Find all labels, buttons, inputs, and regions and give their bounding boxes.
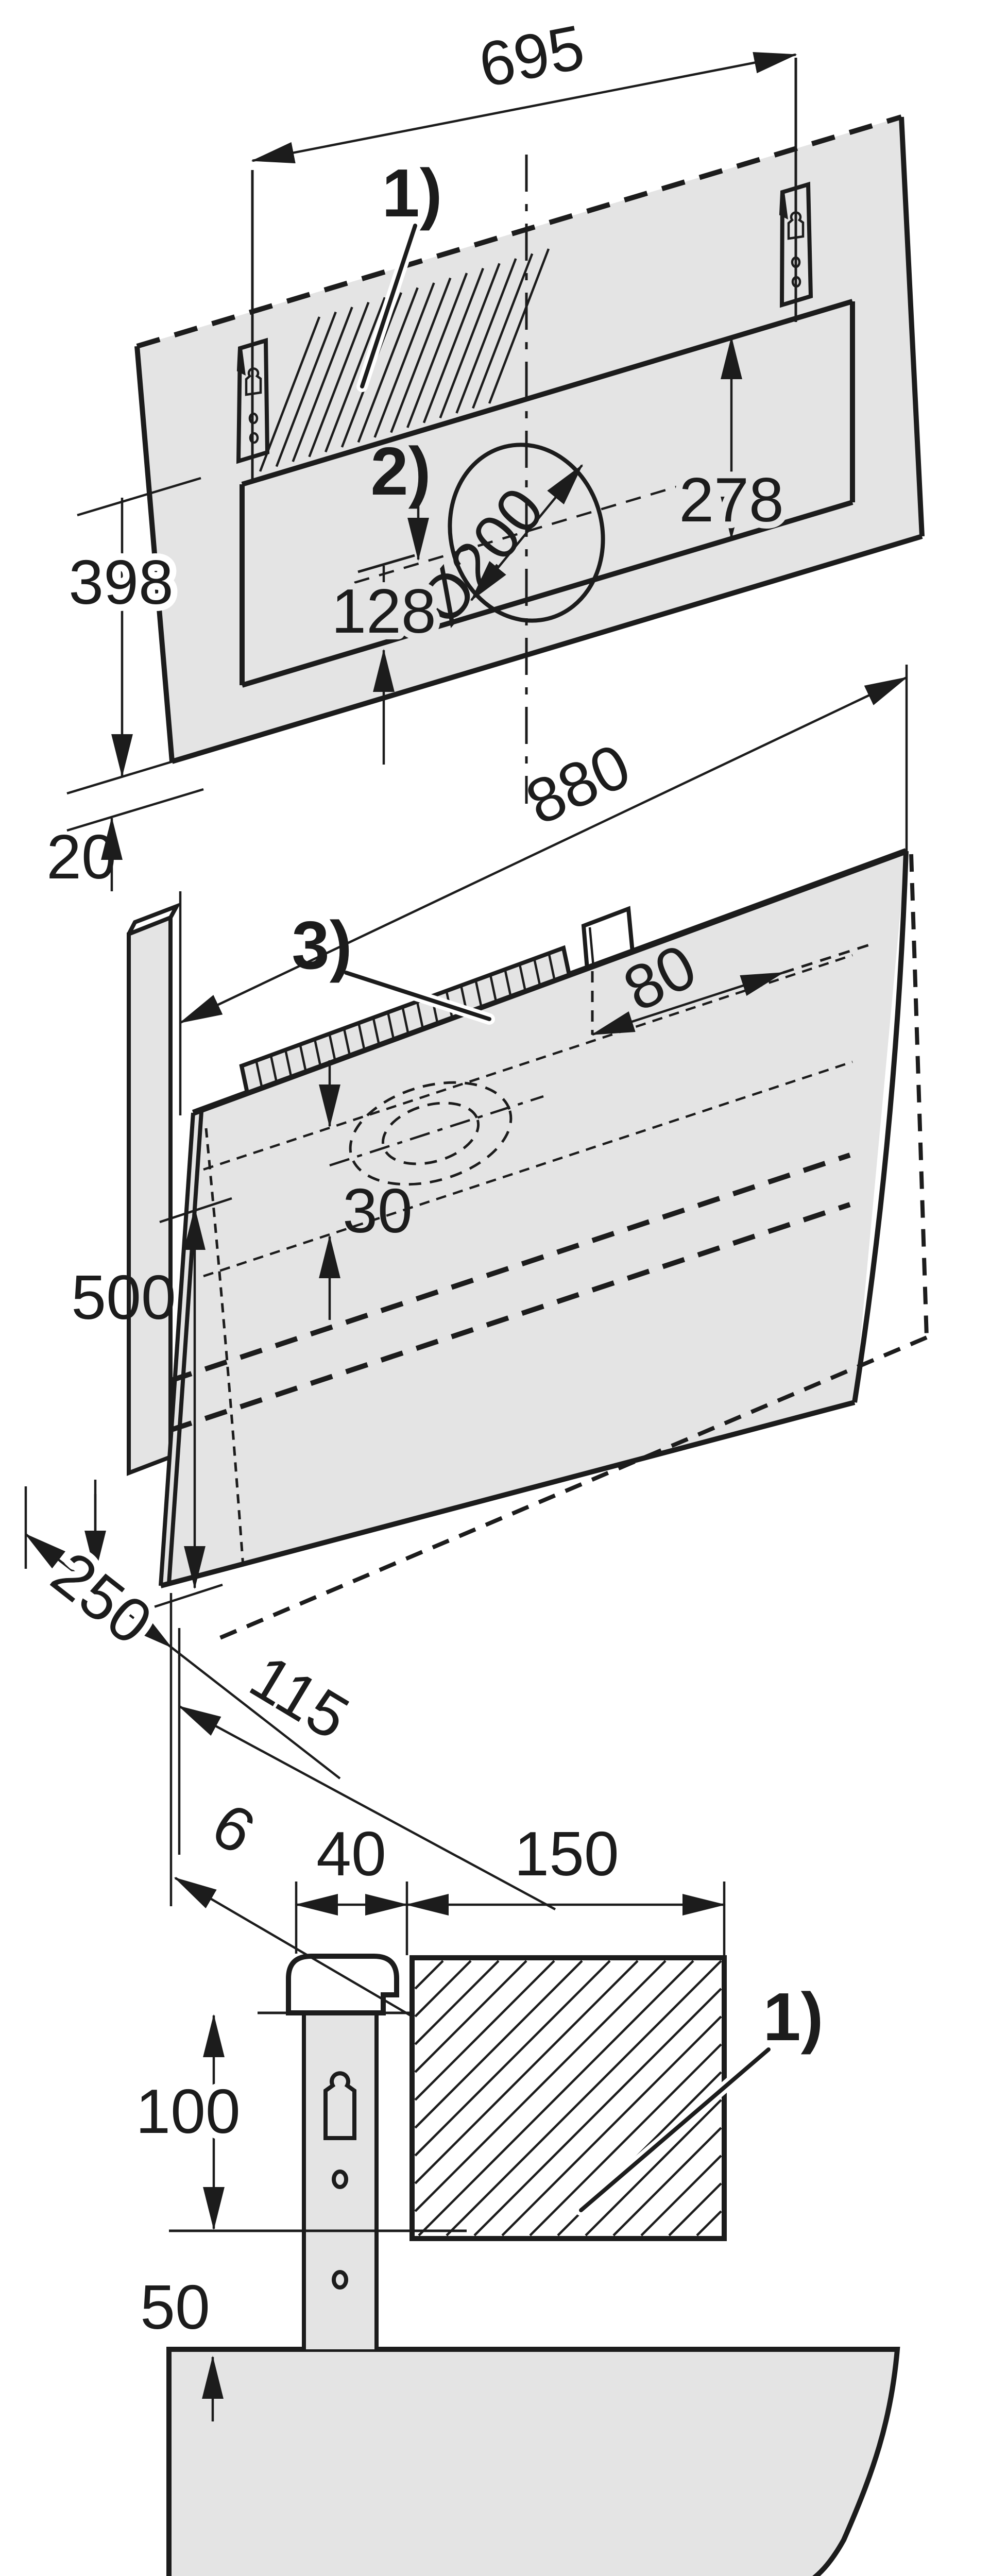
ref-tick-128-top (357, 554, 415, 573)
wall-plate-side-top (127, 902, 181, 935)
front-panel-left-fold (204, 1128, 245, 1567)
hidden-edge-upper (169, 1153, 851, 1383)
dim-line-695 (251, 52, 797, 164)
dim-20-label: 20 (46, 822, 116, 892)
dim-40-label: 40 (316, 1819, 386, 1889)
wall-block-hatch (414, 1960, 722, 2236)
hood-back-edge-outer (159, 1112, 195, 1586)
ref-tick-plate-bottom (66, 751, 204, 795)
dim-6-label: 6 (201, 1789, 267, 1868)
wall-panel-left-edge (134, 346, 175, 762)
hole-diameter-arrow (470, 464, 583, 602)
wall-panel-top-edge (136, 114, 902, 349)
duct-collar-axis (329, 1095, 544, 1167)
hole-horizontal-center-line (354, 480, 696, 584)
dim-100-label: 100 (135, 2076, 241, 2146)
duct-collar-outer (349, 1081, 513, 1186)
bracket-left-hole-1 (248, 412, 259, 425)
dim-695-label: 695 (473, 12, 590, 100)
callout-2-cutout: 2) (370, 433, 431, 509)
dim-500-label: 500 (71, 1262, 176, 1332)
ref-80-extension (782, 941, 876, 974)
dim-30-label: 30 (343, 1176, 413, 1246)
dim-880-label: 880 (516, 730, 640, 838)
view-bracket-detail: 40 150 100 50 1) (129, 1819, 900, 2576)
dim-250-overshoot (170, 1646, 341, 1780)
dim-line-6 (174, 1877, 412, 2016)
dim-115-label: 115 (238, 1641, 361, 1753)
closed-position-right (909, 854, 929, 1338)
bracket-right-body (779, 181, 813, 308)
callout-1b-leader (579, 2047, 771, 2212)
dim-line-250 (24, 1533, 173, 1648)
exhaust-hole-circle (448, 443, 605, 623)
dim-128-label: 128 (331, 576, 436, 646)
cutout-top-edge (241, 299, 854, 487)
dim-278-label: 278 (679, 465, 784, 535)
fixing-tab-fold-line (588, 927, 595, 967)
bracket-strip-fill (304, 2012, 377, 2349)
dim-398-label: 398 (69, 547, 174, 617)
bracket-right-hole-2 (791, 276, 801, 288)
callout-1-leader (360, 224, 417, 388)
dim-150-label: 150 (514, 1819, 619, 1889)
wall-panel-right-edge (899, 116, 925, 537)
bracket-hole-1 (332, 2170, 348, 2189)
hood-bottom-edge (160, 1400, 856, 1588)
mounting-bracket-left (236, 170, 270, 482)
dim-line-880 (179, 676, 908, 1024)
dim-50-label: 50 (140, 2272, 210, 2342)
wall-plate-side (127, 914, 173, 1476)
bracket-left-body (236, 337, 270, 464)
callout-1-wall-bottom: 1) (763, 1979, 823, 2055)
bracket-right-hole-1 (791, 256, 801, 268)
bracket-left-hole-2 (249, 432, 259, 444)
bracket-right-keyhole (787, 211, 805, 240)
callout-1-wall: 1) (382, 155, 442, 231)
hidden-edge-lower (169, 1202, 851, 1433)
bracket-left-keyhole (245, 367, 262, 396)
wall-panel (137, 117, 922, 761)
duct-collar-inner (381, 1101, 480, 1165)
bracket-hook-cap (286, 1954, 399, 2015)
dim-line-115 (178, 1705, 556, 1910)
fold-line-lower (203, 1060, 853, 1278)
bracket-keyhole (323, 2071, 356, 2140)
view-wall-cutout: Ø200 695 278 1) 2) 128 (46, 12, 925, 892)
ref-tick-398-top (77, 477, 201, 517)
bracket-hole-2 (332, 2270, 348, 2290)
view-hood-perspective: 3) 880 30 80 500 (24, 665, 929, 2016)
dim-line-80 (591, 971, 784, 1036)
hood-body-section (166, 2347, 900, 2576)
closed-position-bottom (218, 1335, 928, 1640)
dim-250-label: 250 (39, 1538, 165, 1658)
